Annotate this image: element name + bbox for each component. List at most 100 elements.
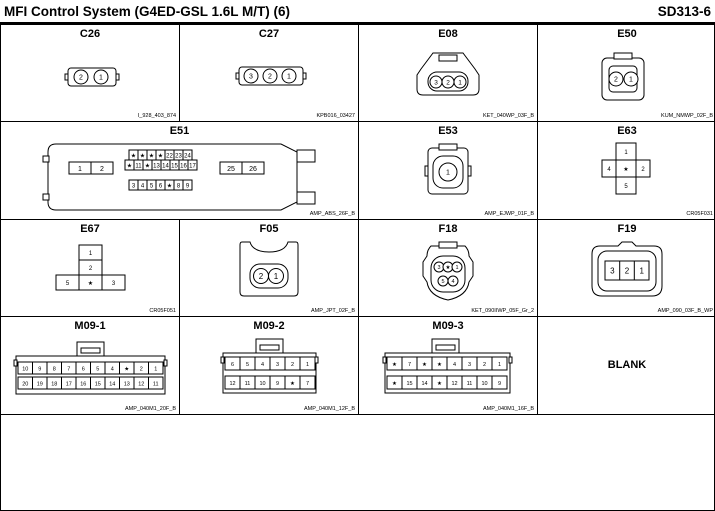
connector-part-number: AMP_040M1_16F_B [482, 406, 534, 412]
pin-label: 14 [109, 382, 115, 388]
connector-name: E51 [169, 125, 190, 137]
pin-label: ★ [131, 153, 136, 160]
connector-e51-diagram: 1 2 ★ ★ ★ ★ 22 23 24 [42, 143, 316, 211]
pin-label: 7 [408, 362, 411, 368]
pin-label: 18 [51, 382, 57, 388]
pin-label: 1 [455, 265, 458, 271]
connector-f05-diagram: 2 1 [239, 241, 299, 297]
pin-label: ★ [158, 153, 163, 160]
pin-label: 15 [171, 164, 178, 170]
pin-label: 13 [153, 164, 160, 170]
pin-label: 16 [80, 382, 86, 388]
pin-label: 9 [498, 381, 501, 387]
pin-label: 1 [639, 267, 644, 276]
m09-2-row1: 6 5 4 3 2 1 [224, 356, 316, 371]
e51-row3: 3 4 5 6 ★ 8 9 [128, 179, 193, 191]
pin-label: 17 [66, 382, 72, 388]
connector-f05: F05 2 1 AMP_JPT_02F_B [180, 220, 359, 317]
connector-f19-diagram: 3 2 1 [591, 241, 663, 297]
page-code: SD313-6 [657, 4, 711, 19]
page-header: MFI Control System (G4ED-GSL 1.6L M/T) (… [0, 0, 715, 24]
connector-part-number: I_928_403_874 [137, 113, 176, 119]
connector-name: F19 [617, 223, 637, 235]
pin-label: 4 [451, 279, 454, 285]
connector-e51: E51 1 2 ★ ★ ★ ★ [1, 122, 359, 220]
pin-label: ★ [149, 153, 154, 160]
m09-2-row2: 12 11 10 9 ★ 7 [224, 375, 316, 390]
connector-e63: E63 1 4 ★ 2 5 CR05F031 [538, 122, 715, 220]
pin-label: 12 [229, 381, 235, 387]
pin-label: 1 [458, 80, 462, 87]
pin-label: 4 [261, 362, 264, 368]
connector-part-number: CR05F031 [686, 211, 713, 217]
pin-label: 11 [467, 381, 473, 387]
connector-name: E08 [438, 28, 458, 40]
pin-label: 26 [249, 166, 257, 173]
pin-label: 3 [249, 74, 253, 81]
pin-label: 3 [468, 362, 471, 368]
pin-label: ★ [88, 280, 93, 287]
pin-label: 10 [22, 367, 28, 373]
pin-label: 2 [89, 266, 93, 272]
connector-m09-3: M09-3 ★ 7 ★ ★ 4 3 2 [359, 317, 538, 415]
connector-name: E50 [617, 28, 637, 40]
pin-label: 17 [189, 164, 196, 170]
connector-e53: E53 1 AMP_EJWP_01F_B [359, 122, 538, 220]
connector-grid: C26 2 1 I_928_403_874 C27 3 2 1 KPB016_0… [0, 24, 715, 511]
connector-part-number: AMP_EJWP_01F_B [484, 211, 534, 217]
pin-label: 3 [610, 267, 615, 276]
connector-f18: F18 3 ★ 1 5 4 KET_090IIWP_05F_Gr_2 [359, 220, 538, 317]
connector-f19: F19 3 2 1 AMP_090_03F_B_WP [538, 220, 715, 317]
pin-label: ★ [623, 166, 628, 173]
pin-label: 2 [259, 272, 264, 281]
pin-label: 9 [186, 184, 190, 190]
connector-part-number: KET_040WP_03F_B [482, 113, 534, 119]
pin-label: 25 [227, 166, 235, 173]
pin-label: ★ [392, 361, 397, 368]
pin-label: 2 [100, 166, 104, 173]
pin-label: 1 [89, 251, 93, 257]
blank-label: BLANK [607, 359, 647, 371]
pin-label: 2 [614, 77, 618, 84]
pin-label: 2 [79, 75, 83, 82]
pin-label: 6 [159, 184, 163, 190]
connector-part-number: KET_090IIWP_05F_Gr_2 [471, 308, 534, 314]
pin-label: 1 [498, 362, 501, 368]
pin-label: 4 [111, 367, 114, 373]
pin-label: ★ [422, 361, 427, 368]
pin-label: 2 [268, 74, 272, 81]
pin-label: 5 [66, 281, 70, 287]
m09-1-row2: 20 19 18 17 16 15 14 13 12 11 [17, 376, 164, 390]
connector-part-number: CR05F051 [149, 308, 176, 314]
pin-label: 11 [135, 164, 142, 170]
connector-name: E53 [438, 125, 458, 137]
pin-label: ★ [290, 380, 295, 387]
connector-e53-diagram: 1 [424, 143, 472, 195]
connector-e08-diagram: 3 2 1 [416, 52, 480, 96]
connector-part-number: AMP_040M1_20F_B [124, 406, 176, 412]
pin-label: 8 [177, 184, 181, 190]
pin-label: 5 [96, 367, 99, 373]
pin-label: ★ [437, 361, 442, 368]
connector-c27-diagram: 3 2 1 [235, 66, 307, 86]
page-title: MFI Control System (G4ED-GSL 1.6L M/T) (… [4, 4, 291, 19]
pin-label: 4 [141, 184, 145, 190]
pin-label: ★ [124, 366, 129, 373]
pin-label: ★ [127, 163, 132, 170]
pin-label: 11 [153, 382, 159, 388]
pin-label: ★ [446, 264, 451, 271]
pin-label: 14 [421, 381, 427, 387]
pin-label: 4 [453, 362, 456, 368]
pin-label: ★ [167, 183, 172, 190]
connector-e08: E08 3 2 1 KET_040WP_03F_B [359, 25, 538, 122]
pin-label: 9 [276, 381, 279, 387]
pin-label: 12 [451, 381, 457, 387]
connector-part-number: KPB016_03427 [316, 113, 355, 119]
pin-label: 20 [22, 382, 28, 388]
pin-label: 12 [138, 382, 144, 388]
pin-label: 19 [37, 382, 43, 388]
connector-m09-1: M09-1 10 9 8 7 6 [1, 317, 180, 415]
pin-label: 15 [95, 382, 101, 388]
pin-label: ★ [145, 163, 150, 170]
pin-label: ★ [140, 153, 145, 160]
